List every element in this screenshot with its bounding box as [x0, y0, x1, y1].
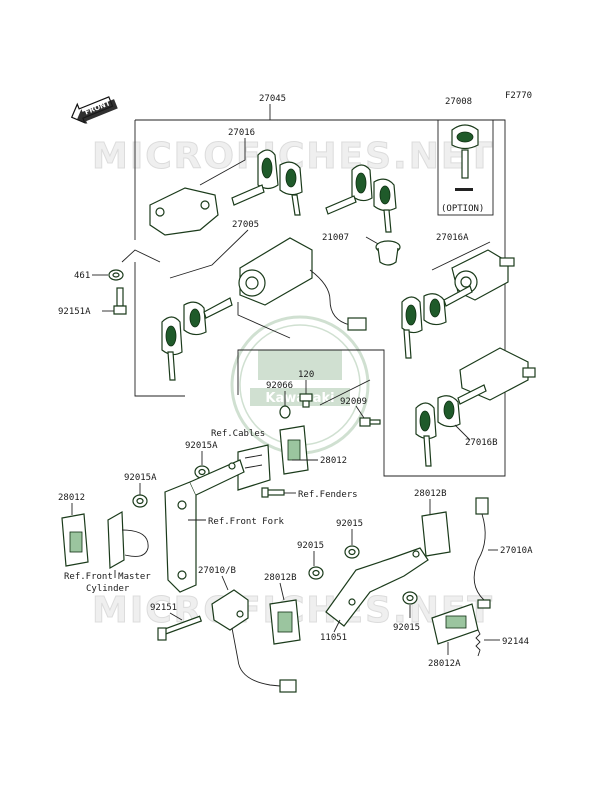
- key-pair-27005: [161, 297, 233, 381]
- callout-28012-1: 28012: [320, 456, 347, 466]
- switch-27010B: [211, 589, 297, 693]
- leader-27005: [169, 229, 249, 279]
- figure-code: F2770: [505, 91, 532, 101]
- frame-27045-left-bottom: [134, 262, 185, 397]
- bracket-11051: [325, 547, 429, 627]
- callout-27016: 27016: [228, 128, 255, 138]
- callout-92015-1: 92015: [336, 519, 363, 529]
- screw-92009: [359, 417, 381, 427]
- callout-27010A: 27010A: [500, 546, 533, 556]
- callout-28012B-2: 28012B: [264, 573, 297, 583]
- callout-92015-3: 92015: [393, 623, 420, 633]
- leader-92009: [355, 405, 365, 419]
- callout-92144: 92144: [502, 637, 529, 647]
- callout-27045: 27045: [259, 94, 286, 104]
- leader-27005-b: [237, 302, 291, 339]
- leader-link-a: [319, 379, 371, 406]
- callout-28012B-1: 28012B: [414, 489, 447, 499]
- leader-28012B-2: [279, 582, 285, 601]
- callout-27010B: 27010/B: [198, 566, 236, 576]
- leader-11051: [333, 619, 341, 633]
- nut-92015-1: [344, 545, 360, 559]
- callout-92151: 92151: [150, 603, 177, 613]
- ref-cables: Ref.Cables: [211, 429, 265, 439]
- nut-92015A-2: [132, 494, 148, 508]
- harness-27010A: [473, 497, 491, 609]
- leader-27016: [199, 138, 246, 186]
- callout-27016A: 27016A: [436, 233, 469, 243]
- leader-92151: [169, 612, 183, 621]
- pad-28012B-2: [269, 599, 301, 645]
- callout-92009: 92009: [340, 397, 367, 407]
- callout-92151A: 92151A: [58, 307, 91, 317]
- frame-27045-top: [135, 119, 506, 250]
- master-cylinder-bracket: [107, 510, 149, 570]
- lock-27016B: [459, 347, 536, 401]
- leader-27010B: [221, 575, 229, 591]
- clamp-27016: [149, 187, 219, 236]
- kawasaki-logo: Kawasaki: [230, 315, 370, 455]
- ref-fenders: Ref.Fenders: [298, 490, 358, 500]
- pad-28012B-1: [421, 511, 451, 557]
- callout-27008: 27008: [445, 97, 472, 107]
- key-pair-27016A: [401, 285, 473, 359]
- leader-461-frame: [121, 249, 161, 263]
- callout-27005: 27005: [232, 220, 259, 230]
- callout-28012A: 28012A: [428, 659, 461, 669]
- callout-92015A-2: 92015A: [124, 473, 157, 483]
- ref-front-fork: Ref.Front Fork: [208, 517, 284, 527]
- ref-master-1: Ref.Front Master: [64, 572, 151, 582]
- bolt-92151: [157, 615, 203, 641]
- cap-21007: [375, 240, 401, 266]
- key-pair-27016B: [415, 384, 487, 467]
- callout-120: 120: [298, 370, 314, 380]
- callout-28012-2: 28012: [58, 493, 85, 503]
- key-pair-27016: [231, 149, 303, 216]
- option-box: [437, 119, 494, 216]
- key-pair-upper-right: [325, 164, 397, 233]
- screw-120: [299, 393, 313, 408]
- nut-92015-3: [402, 591, 418, 605]
- nut-92066: [279, 405, 291, 419]
- ref-master-2: Cylinder: [86, 584, 130, 594]
- bolt-ref-fenders: [261, 487, 285, 498]
- option-label: (OPTION): [441, 204, 484, 214]
- nut-92015-2: [308, 566, 324, 580]
- pad-28012-2: [61, 513, 89, 567]
- spring-92144: [475, 629, 481, 657]
- leader-27016B: [454, 424, 471, 441]
- callout-92015A-1: 92015A: [185, 441, 218, 451]
- pad-28012A: [431, 603, 479, 645]
- watermark-top: MICROFICHES.NET: [92, 136, 494, 178]
- bolt-92151A: [113, 287, 127, 315]
- callout-92015-2: 92015: [297, 541, 324, 551]
- callout-21007: 21007: [322, 233, 349, 243]
- key-27008: [451, 124, 479, 191]
- callout-461: 461: [74, 271, 90, 281]
- watermark-text-bottom: MICROFICHES.NET: [92, 590, 494, 631]
- callout-27016B: 27016B: [465, 438, 498, 448]
- callout-92066: 92066: [266, 381, 293, 391]
- callout-11051: 11051: [320, 633, 347, 643]
- leader-27016A: [431, 241, 491, 271]
- front-arrow: FRONT: [70, 96, 118, 124]
- bracket-cables: [237, 444, 271, 491]
- pad-28012-1: [279, 425, 309, 475]
- watermark-bottom: MICROFICHES.NET: [92, 590, 494, 632]
- washer-461: [108, 269, 124, 281]
- frame-27045-right: [237, 250, 506, 477]
- watermark-text-top: MICROFICHES.NET: [92, 136, 494, 177]
- fork-bracket: [164, 459, 245, 593]
- ignition-switch-27005: [238, 237, 367, 331]
